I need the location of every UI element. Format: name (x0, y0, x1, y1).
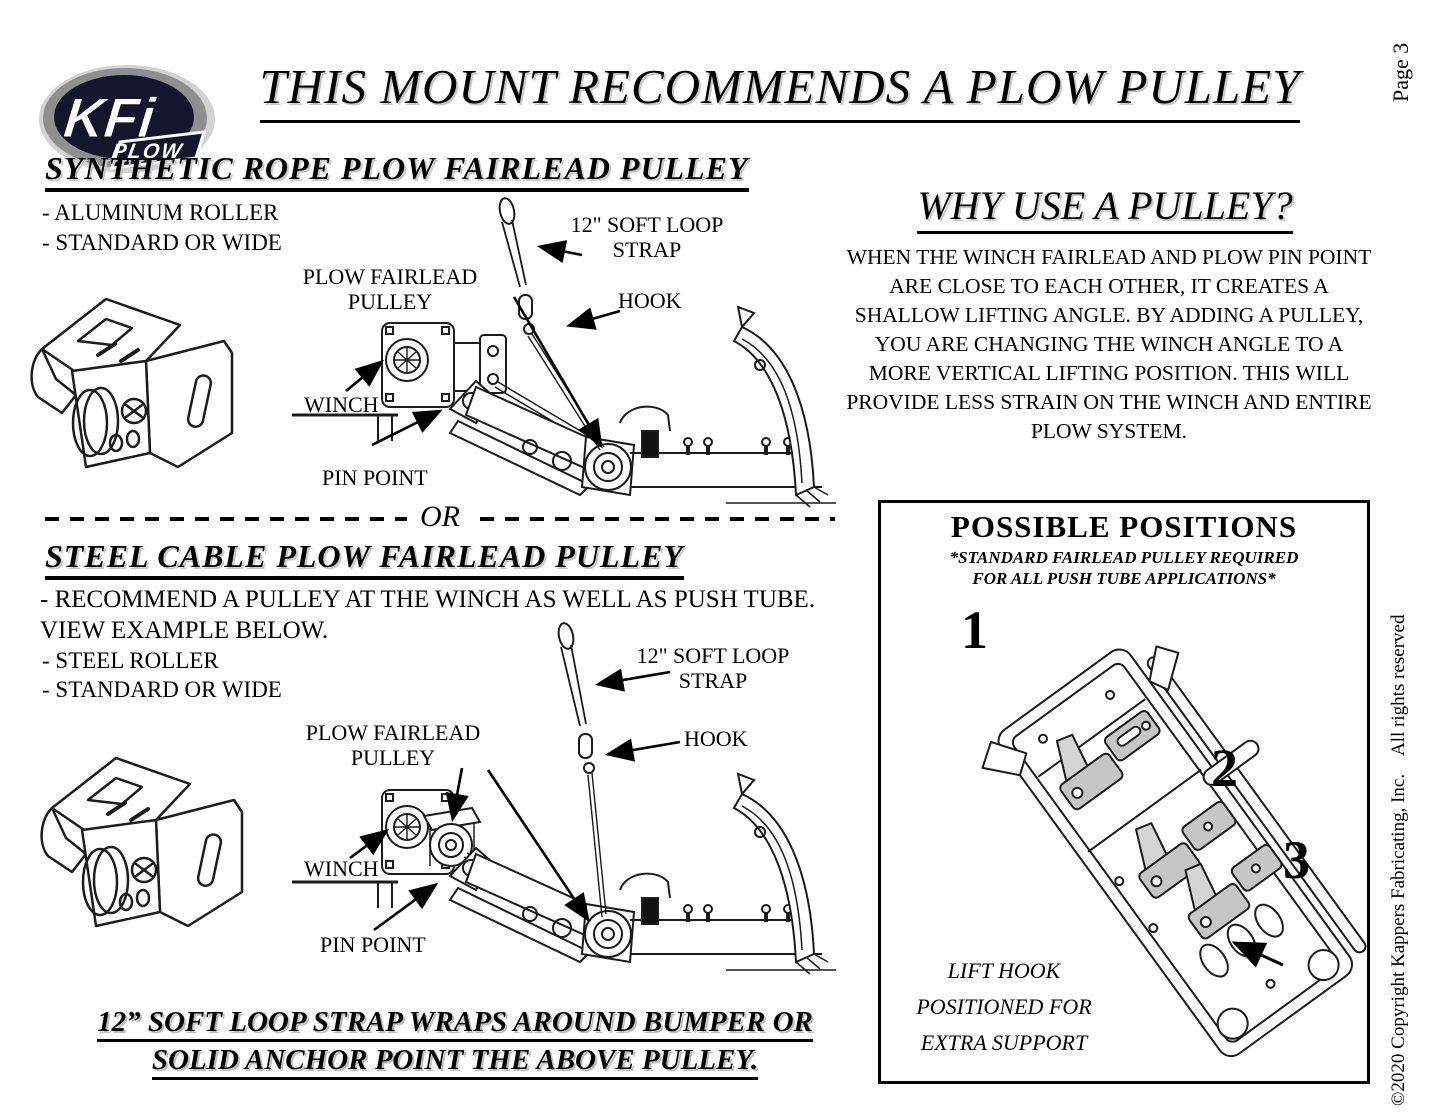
fairlead-pulley-bracket-illustration-2 (40, 756, 244, 928)
possible-positions-heading: POSSIBLE POSITIONS (950, 509, 1298, 544)
label-plow-fairlead-pulley-2: PLOW FAIRLEAD PULLEY (305, 720, 481, 770)
divider-dash-left (45, 517, 407, 521)
why-section-heading: WHY USE A PULLEY? (917, 183, 1293, 234)
label-pin-point-2: PIN POINT (320, 932, 426, 957)
bracket-position-2 (1135, 800, 1237, 899)
label-plow-fairlead-pulley-1: PLOW FAIRLEAD PULLEY (302, 264, 478, 314)
possible-positions-subheading: *STANDARD FAIRLEAD PULLEY REQUIRED FOR A… (949, 548, 1299, 588)
label-winch-1: WINCH (304, 392, 379, 417)
synthetic-plow-side-diagram (292, 197, 836, 508)
divider-dash-right (480, 517, 835, 521)
lift-hook-arrow (1231, 941, 1284, 968)
steel-section-heading: STEEL CABLE PLOW FAIRLEAD PULLEY (45, 538, 684, 580)
page-title: THIS MOUNT RECOMMENDS A PLOW PULLEY (259, 59, 1301, 123)
synthetic-bullet-aluminum-roller: - ALUMINUM ROLLER (42, 200, 279, 225)
position-number-1: 1 (961, 600, 988, 660)
logo-brand-text: KFi (61, 86, 159, 149)
steel-bullet-view-example: VIEW EXAMPLE BELOW. (40, 617, 329, 644)
bracket-position-1 (1055, 710, 1161, 811)
logo-sub-text: PLOW (110, 140, 185, 163)
why-section-body: WHEN THE WINCH FAIRLEAD AND PLOW PIN POI… (846, 245, 1372, 443)
label-pin-point-1: PIN POINT (322, 465, 428, 490)
label-winch-2: WINCH (304, 856, 379, 881)
label-soft-loop-strap-1: 12" SOFT LOOP STRAP (570, 212, 724, 262)
diagram1-callout-arrows (345, 240, 621, 449)
label-hook-1: HOOK (618, 288, 682, 313)
fairlead-pulley-bracket-illustration-1 (30, 297, 234, 469)
copyright-notice: ©2020 Copyright Kappers Fabricating, Inc… (1388, 614, 1409, 1106)
label-hook-2: HOOK (684, 726, 748, 751)
steel-bullet-recommend: - RECOMMEND A PULLEY AT THE WINCH AS WEL… (40, 586, 816, 613)
synthetic-bullet-standard-wide: - STANDARD OR WIDE (42, 230, 282, 255)
steel-bullet-steel-roller: - STEEL ROLLER (42, 648, 219, 673)
lift-hook-note: LIFT HOOK POSITIONED FOR EXTRA SUPPORT (916, 958, 1092, 1055)
bracket-position-3 (1184, 843, 1283, 940)
page-number: Page 3 (1388, 42, 1413, 102)
position-number-3: 3 (1283, 830, 1310, 890)
kfi-plow-logo: KFi PLOW (39, 65, 215, 173)
steel-plow-side-diagram (292, 622, 836, 975)
position-number-2: 2 (1211, 738, 1238, 798)
steel-bullet-standard-wide: - STANDARD OR WIDE (42, 677, 282, 702)
possible-positions-box: POSSIBLE POSITIONS *STANDARD FAIRLEAD PU… (878, 500, 1370, 1084)
bottom-note-line1: 12” SOFT LOOP STRAP WRAPS AROUND BUMPER … (55, 1006, 855, 1042)
bottom-note-line2: SOLID ANCHOR POINT THE ABOVE PULLEY. (55, 1044, 855, 1080)
push-tube-positions-diagram (981, 645, 1367, 1058)
divider-or-label: OR (420, 500, 460, 533)
label-soft-loop-strap-2: 12" SOFT LOOP STRAP (636, 643, 790, 693)
diagram2-callout-arrows (349, 668, 681, 932)
synthetic-section-heading: SYNTHETIC ROPE PLOW FAIRLEAD PULLEY (45, 150, 749, 192)
